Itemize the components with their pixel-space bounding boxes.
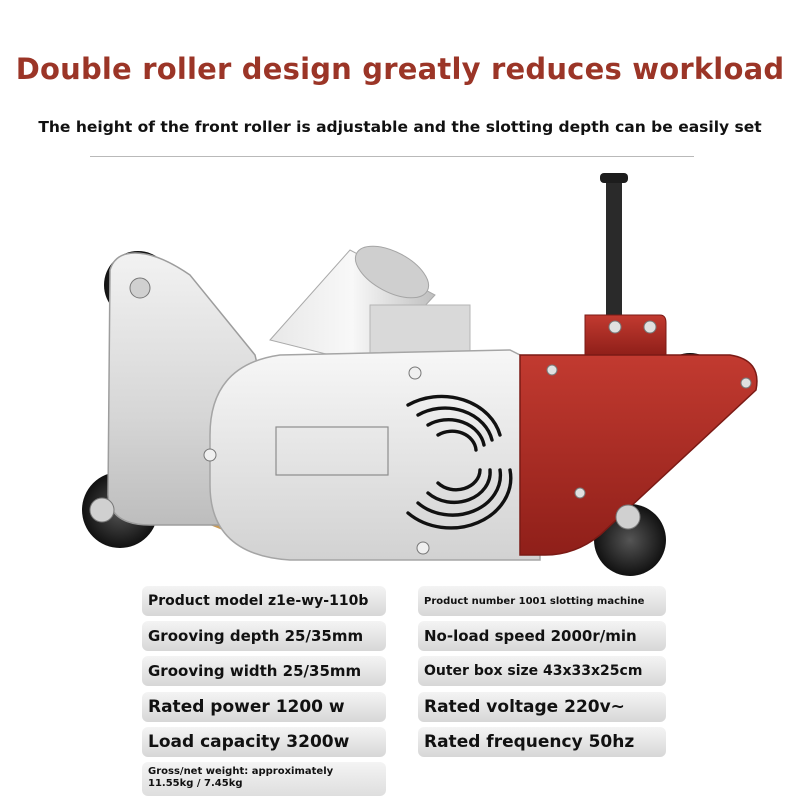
spec-outer-box-size: Outer box size 43x33x25cm — [418, 656, 666, 686]
spec-rated-power: Rated power 1200 w — [142, 692, 386, 722]
red-tail-housing — [519, 354, 758, 556]
spec-no-load-speed: No-load speed 2000r/min — [418, 621, 666, 651]
spec-product-model: Product model z1e-wy-110b — [142, 586, 386, 616]
spec-load-capacity: Load capacity 3200w — [142, 727, 386, 757]
motor-housing — [269, 245, 471, 366]
spec-rated-voltage: Rated voltage 220v~ — [418, 692, 666, 722]
headline: Double roller design greatly reduces wor… — [15, 52, 785, 86]
spec-grooving-width: Grooving width 25/35mm — [142, 656, 386, 686]
bolt-icon — [89, 277, 752, 555]
spec-weight: Gross/net weight: approximately 11.55kg … — [142, 762, 386, 796]
divider — [90, 156, 694, 157]
product-image — [82, 173, 758, 576]
vent-slots-icon — [406, 394, 513, 530]
spec-product-number: Product number 1001 slotting machine — [418, 586, 666, 616]
spec-rated-frequency: Rated frequency 50hz — [418, 727, 666, 757]
main-housing — [209, 349, 541, 561]
label-plate — [275, 426, 389, 476]
spec-grooving-depth: Grooving depth 25/35mm — [142, 621, 386, 651]
subheadline: The height of the front roller is adjust… — [38, 118, 762, 136]
